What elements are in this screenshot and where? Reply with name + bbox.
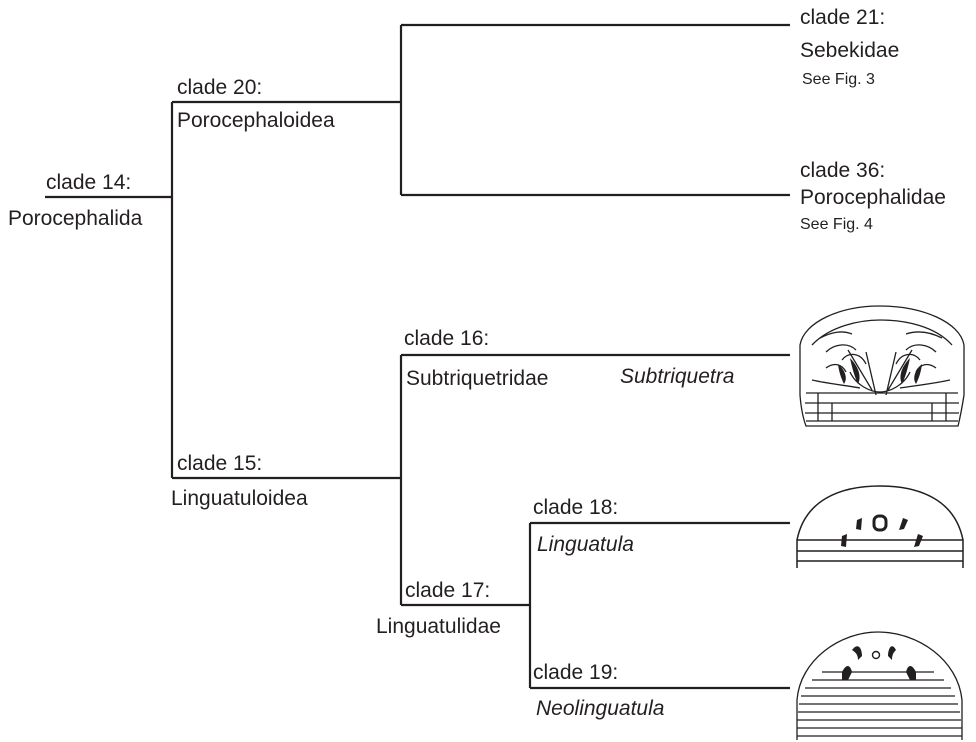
clade-17-name: Linguatulidae [376,616,501,637]
clade-36-name: Porocephalidae [800,187,946,208]
subtriquetra-head-drawing [800,306,964,426]
clade-16-genus: Subtriquetra [620,366,734,387]
clade-21-name: Sebekidae [800,40,899,61]
clade-21-see-figure: See Fig. 3 [802,72,875,88]
clade-14-name: Porocephalida [8,208,142,229]
clade-19-label: clade 19: [533,662,618,683]
clade-16-name: Subtriquetridae [406,368,548,389]
clade-16-label: clade 16: [404,328,489,349]
clade-36-see-figure: See Fig. 4 [800,217,873,233]
clade-36-label: clade 36: [800,160,885,181]
linguatula-head-drawing [797,486,963,568]
clade-15-name: Linguatuloidea [171,488,308,509]
clade-21-label: clade 21: [800,7,885,28]
clade-18-name: Linguatula [537,534,634,555]
clade-20-name: Porocephaloidea [177,110,335,131]
clade-14-label: clade 14: [46,172,131,193]
clade-15-label: clade 15: [177,453,262,474]
neolinguatula-head-drawing [797,632,962,740]
clade-18-label: clade 18: [533,497,618,518]
clade-20-label: clade 20: [177,77,262,98]
clade-17-label: clade 17: [405,580,490,601]
clade-19-name: Neolinguatula [536,698,664,719]
